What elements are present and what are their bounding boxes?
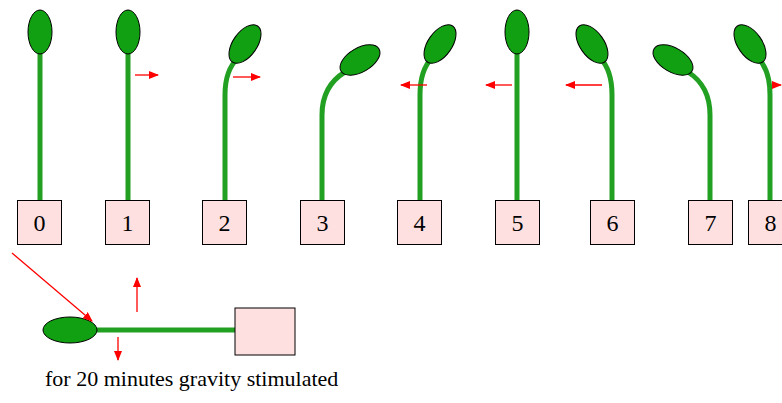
- pot-box: 4: [397, 200, 442, 245]
- stage-number: 2: [219, 211, 231, 235]
- pot-box: 6: [590, 200, 635, 245]
- stage-number: 3: [317, 211, 329, 235]
- caption-note: for 20 minutes gravity stimulated: [45, 367, 338, 391]
- stage-number: 0: [34, 211, 46, 235]
- pot-box: 2: [202, 200, 247, 245]
- pot-box: 7: [688, 200, 733, 245]
- pot-box: 0: [17, 200, 62, 245]
- stage-number: 6: [607, 211, 619, 235]
- stage-number: 4: [414, 211, 426, 235]
- pot-box: 1: [105, 200, 150, 245]
- stage-number: 1: [122, 211, 134, 235]
- pot-box: 8: [748, 200, 782, 245]
- pot-box: 3: [300, 200, 345, 245]
- stage-number: 5: [512, 211, 524, 235]
- stage-number: 8: [765, 211, 777, 235]
- pot-box: 5: [495, 200, 540, 245]
- stage-number: 7: [705, 211, 717, 235]
